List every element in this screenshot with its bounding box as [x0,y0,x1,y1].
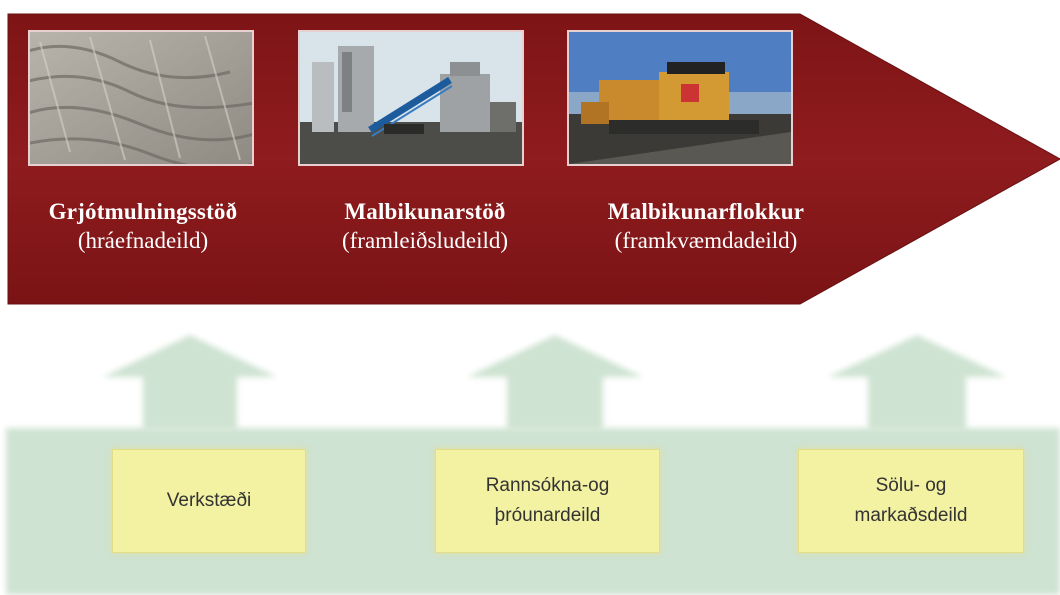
stage-title: Malbikunarflokkur [607,199,805,224]
value-chain-arrow [7,13,1060,305]
support-arrow-1 [103,335,277,430]
stage-subtitle: (hráefnadeild) [77,227,209,253]
dept-label-line2: þróunardeild [494,505,601,526]
stage-asphalt-plant: Malbikunarstöð (framleiðsludeild) [305,198,545,256]
stage-paving-crew: Malbikunarflokkur (framkvæmdadeild) [571,198,841,256]
dept-label-line1: Verkstæði [166,489,252,511]
stage-crushing: Grjótmulningsstöð (hráefnadeild) [18,198,268,256]
stage-subtitle: (framleiðsludeild) [341,227,509,253]
asphalt-plant-photo [298,30,524,166]
dept-label-line2: markaðsdeild [854,505,968,526]
crushed-rock-photo [28,30,254,166]
dept-label-line1: Sölu- og [875,474,947,496]
paving-machine-photo [567,30,793,166]
stage-title: Malbikunarstöð [344,199,506,224]
dept-sales-marketing: Sölu- og markaðsdeild [798,449,1024,553]
support-arrow-2 [467,335,643,430]
support-arrow-3 [828,335,1006,430]
stage-subtitle: (framkvæmdadeild) [614,227,798,253]
stage-title: Grjótmulningsstöð [48,199,238,224]
dept-label-line1: Rannsókna-og [485,474,610,496]
dept-research-development: Rannsókna-og þróunardeild [435,449,660,553]
dept-workshop: Verkstæði [112,449,306,553]
